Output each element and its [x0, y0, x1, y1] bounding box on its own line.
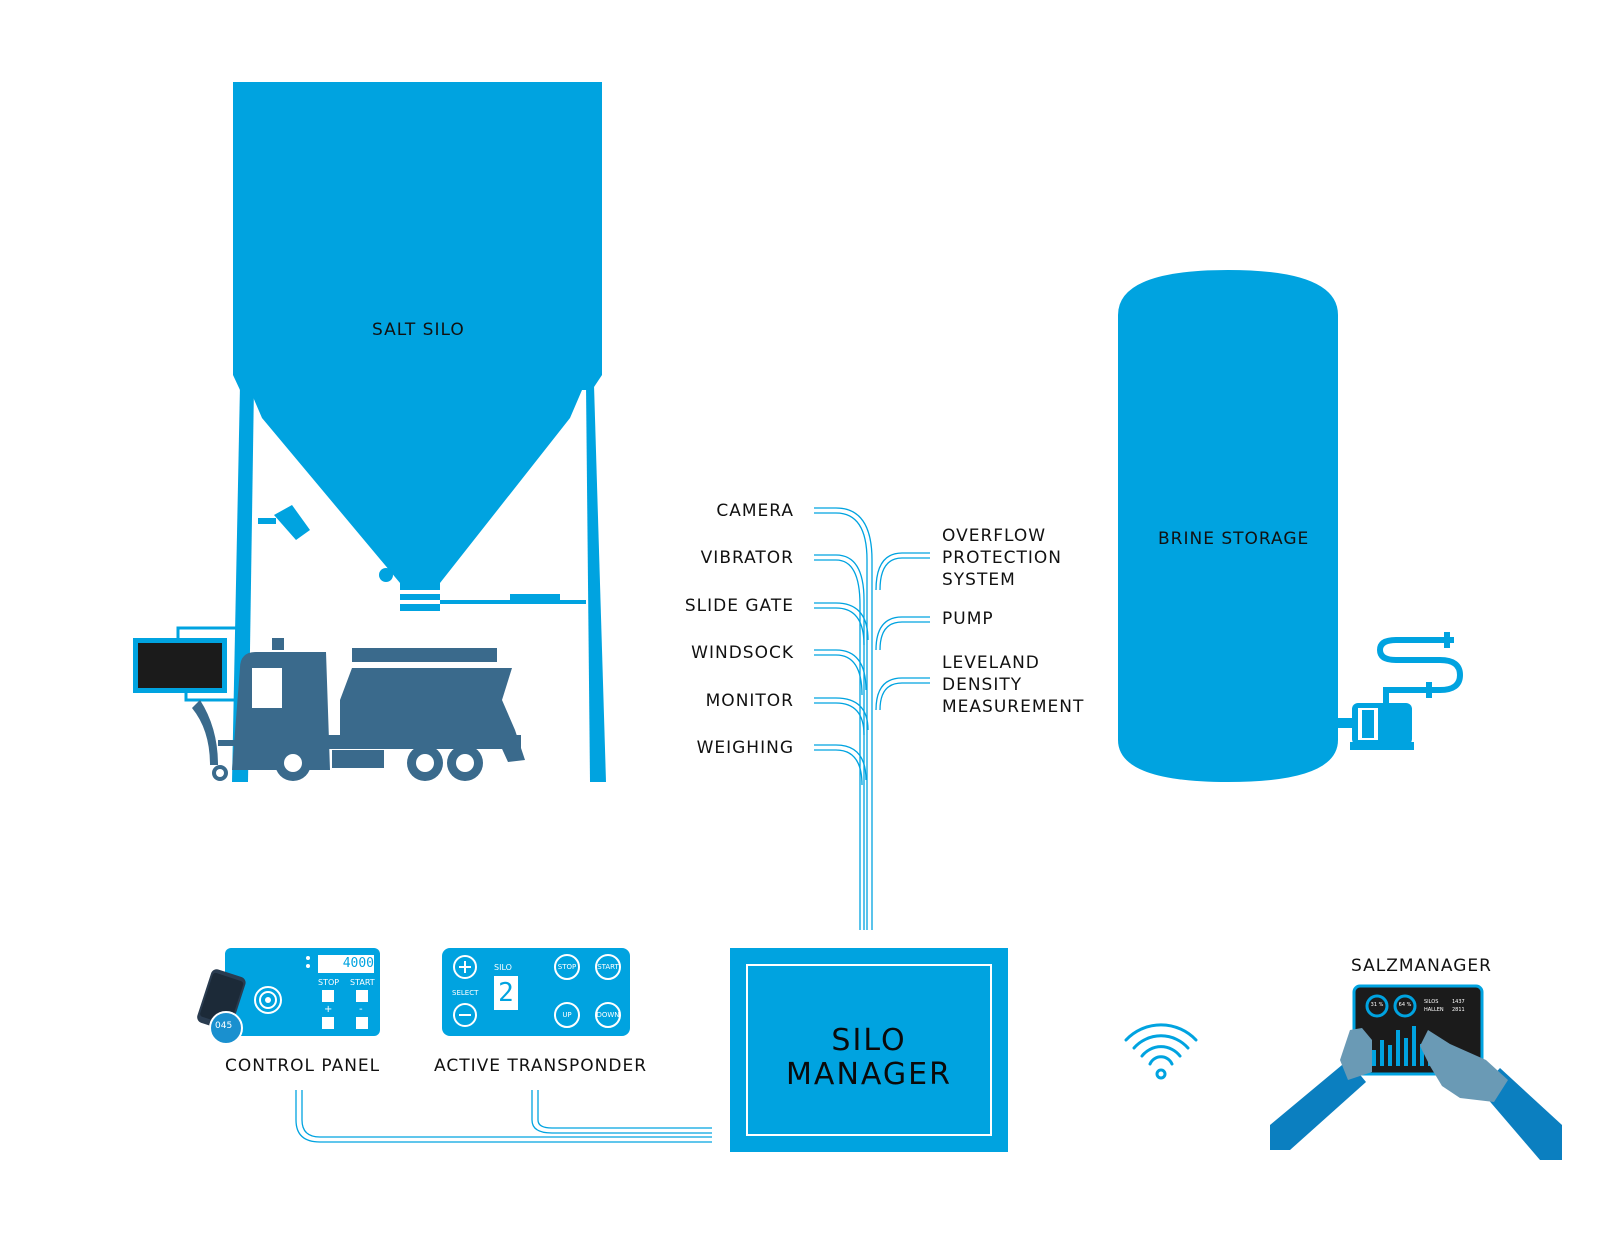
- transponder-tag-number: 045: [215, 1021, 233, 1031]
- sensor-label-monitor: MONITOR: [705, 691, 794, 711]
- control-panel-start: START: [350, 978, 375, 987]
- truck: [192, 638, 525, 781]
- control-panel-display: 4000: [342, 956, 374, 971]
- silo-manager-title: SILO MANAGER: [786, 1023, 952, 1092]
- sensor-wiring: [814, 507, 930, 930]
- control-panel-minus: -: [359, 1004, 363, 1015]
- tablet-hallen: HALLEN: [1424, 1007, 1444, 1013]
- transponder-silo-label: SILO: [494, 963, 512, 972]
- sensor-label-level-density: LEVELAND DENSITY MEASUREMENT: [942, 653, 1085, 717]
- control-panel-stop: STOP: [318, 978, 340, 987]
- control-panel-plus: +: [324, 1004, 333, 1015]
- transponder-down: DOWN: [596, 1011, 620, 1019]
- active-transponder-device: [442, 948, 630, 1036]
- tablet-val-1: 1437: [1452, 999, 1465, 1005]
- control-panel-label: CONTROL PANEL: [225, 1056, 381, 1076]
- control-panel-device: [197, 948, 380, 1045]
- salt-silo-label: SALT SILO: [372, 320, 465, 340]
- monitor-screen: [133, 626, 236, 702]
- transponder-start: START: [597, 963, 619, 971]
- sensor-label-vibrator: VIBRATOR: [700, 548, 794, 568]
- tablet-gauge-2: 64 %: [1398, 1002, 1412, 1008]
- sensor-label-windsock: WINDSOCK: [691, 643, 794, 663]
- salt-silo: [232, 82, 606, 782]
- sensor-label-weighing: WEIGHING: [696, 738, 794, 758]
- sensor-label-camera: CAMERA: [716, 501, 794, 521]
- transponder-digit: 2: [498, 978, 514, 1008]
- tablet-val-2: 2811: [1452, 1007, 1465, 1013]
- wifi-icon: [1124, 1023, 1198, 1080]
- sensor-label-pump: PUMP: [942, 609, 994, 629]
- transponder-up: UP: [562, 1011, 572, 1019]
- transponder-stop: STOP: [557, 963, 577, 971]
- silo-manager-box: [730, 948, 1008, 1152]
- tablet-salzmanager: [1270, 984, 1562, 1160]
- brine-storage-tank: [1118, 270, 1464, 782]
- tablet-silos: SILOS: [1424, 999, 1439, 1005]
- active-transponder-label: ACTIVE TRANSPONDER: [434, 1056, 648, 1076]
- salzmanager-label: SALZMANAGER: [1351, 956, 1492, 976]
- sensor-label-overflow-protection: OVERFLOW PROTECTION SYSTEM: [942, 526, 1062, 590]
- transponder-select-label: SELECT: [452, 989, 479, 997]
- brine-storage-label: BRINE STORAGE: [1158, 529, 1310, 549]
- tablet-gauge-1: 31 %: [1370, 1002, 1384, 1008]
- panel-cables: [295, 1090, 712, 1143]
- sensor-label-slide-gate: SLIDE GATE: [684, 596, 794, 616]
